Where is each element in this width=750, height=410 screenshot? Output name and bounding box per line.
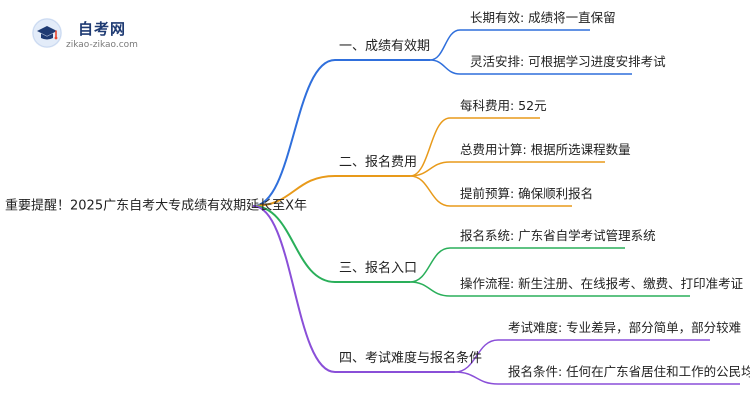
logo-url: zikao-zikao.com bbox=[66, 40, 138, 50]
leaf-connector bbox=[409, 161, 451, 177]
graduation-cap-icon bbox=[32, 18, 62, 48]
leaf-connector bbox=[409, 247, 451, 283]
leaf-label: 提前预算: 确保顺利报名 bbox=[460, 186, 593, 201]
site-logo[interactable]: 自考网 zikao-zikao.com bbox=[30, 12, 170, 56]
root-topic: 重要提醒！2025广东自考大专成绩有效期延长至X年 bbox=[5, 198, 307, 214]
leaf-label: 长期有效: 成绩将一直保留 bbox=[470, 10, 616, 25]
branch-connector bbox=[252, 59, 336, 207]
leaf-label: 每科费用: 52元 bbox=[460, 98, 547, 113]
leaf-connector bbox=[409, 117, 451, 177]
logo-name: 自考网 bbox=[78, 20, 127, 38]
leaf-connector bbox=[429, 29, 461, 61]
leaf-label: 考试难度: 专业差异，部分简单，部分较难 bbox=[508, 320, 741, 335]
leaf-connector bbox=[454, 371, 499, 385]
branch-label: 一、成绩有效期 bbox=[339, 39, 430, 54]
branch-connector bbox=[252, 205, 336, 373]
leaf-connector bbox=[409, 281, 451, 297]
leaf-label: 报名条件: 任何在广东省居住和工作的公民均可报名 bbox=[508, 364, 750, 379]
branch-label: 二、报名费用 bbox=[339, 154, 417, 170]
leaf-label: 灵活安排: 可根据学习进度安排考试 bbox=[470, 54, 666, 69]
leaf-label: 操作流程: 新生注册、在线报考、缴费、打印准考证 bbox=[460, 276, 744, 291]
branch-label: 四、考试难度与报名条件 bbox=[339, 350, 482, 366]
branch-label: 三、报名入口 bbox=[339, 260, 417, 276]
leaf-connector bbox=[409, 175, 451, 207]
leaf-label: 报名系统: 广东省自学考试管理系统 bbox=[460, 228, 656, 243]
branch-connector bbox=[252, 205, 336, 283]
branch-connector bbox=[252, 175, 336, 207]
leaf-connector bbox=[429, 59, 461, 75]
leaf-label: 总费用计算: 根据所选课程数量 bbox=[460, 142, 631, 157]
leaf-connector bbox=[454, 339, 499, 373]
